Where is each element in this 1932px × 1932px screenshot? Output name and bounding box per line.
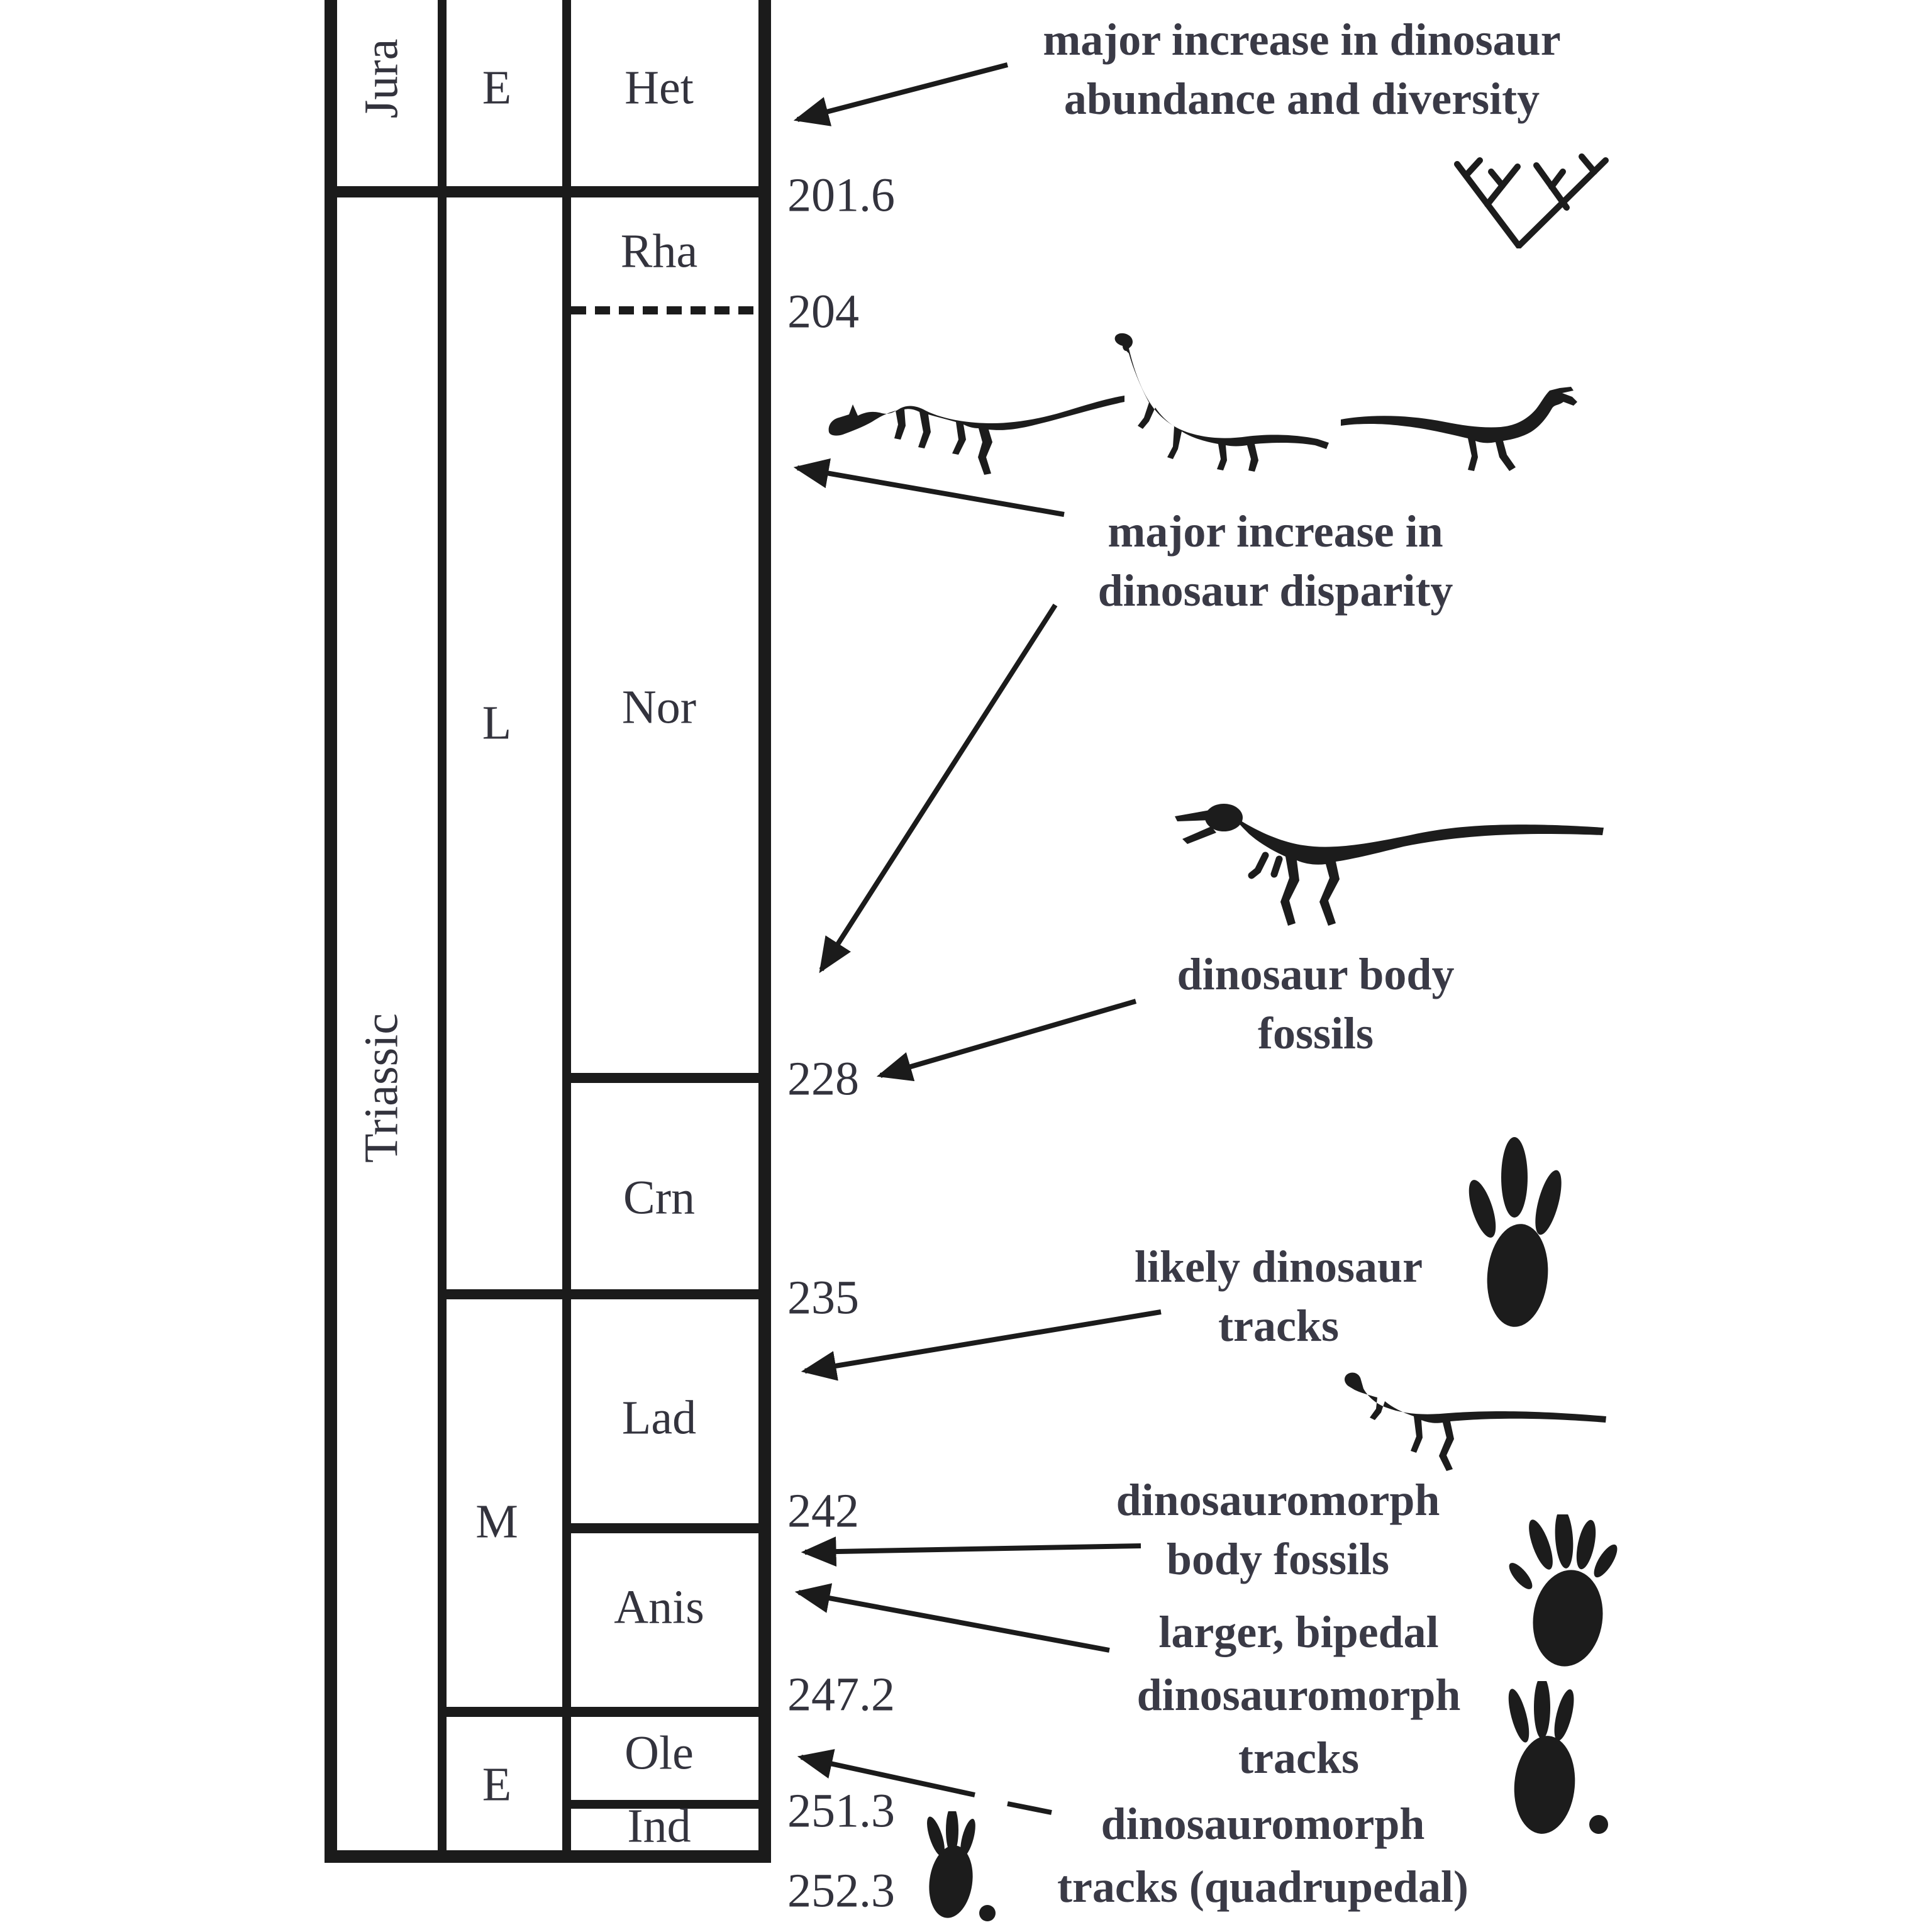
annotation-body-fossils-line2: fossils	[1257, 1008, 1374, 1058]
arrow-quadrupedal	[797, 1749, 975, 1797]
annotation-likely-tracks-line2: tracks	[1218, 1301, 1339, 1351]
annotation-larger-bipedal-line2: dinosauromorph	[1136, 1670, 1461, 1720]
age-201-6: 201.6	[787, 169, 895, 222]
annotation-dinosauromorph-tracks-line1: dinosauromorph	[1101, 1799, 1425, 1849]
boundary-235	[438, 1289, 771, 1299]
annotation-dinosauromorph-body-line1: dinosauromorph	[1116, 1475, 1440, 1525]
boundary-247-2	[438, 1707, 771, 1717]
age-204: 204	[787, 285, 859, 338]
annotation-abundance-line2: abundance and diversity	[1063, 74, 1540, 124]
annotation-disparity: major increase in dinosaur disparity	[1098, 502, 1453, 620]
bipedal-dinosauromorph-track-icon-2	[1508, 1681, 1608, 1834]
annotation-dinosauromorph-tracks-line2: tracks (quadrupedal)	[1057, 1862, 1469, 1912]
annotation-abundance-line1: major increase in dinosaur	[1043, 14, 1561, 65]
age-235: 235	[787, 1271, 859, 1324]
boundary-242	[562, 1523, 771, 1533]
ornithischian-dinosaur-icon	[828, 396, 1124, 475]
arrow-body-fossils	[876, 999, 1137, 1082]
annotation-likely-tracks: likely dinosaur tracks	[1135, 1237, 1423, 1355]
annotation-abundance: major increase in dinosaur abundance and…	[1043, 10, 1560, 128]
epoch-stage-divider	[562, 0, 571, 1850]
arrow-abundance	[793, 62, 1009, 126]
age-252-3: 252.3	[787, 1864, 895, 1918]
small-dinosauromorph-icon	[1345, 1372, 1606, 1471]
annotation-larger-bipedal: larger, bipedal dinosauromorph tracks	[1137, 1601, 1461, 1789]
annotation-body-fossils-line1: dinosaur body	[1177, 949, 1455, 999]
annotation-disparity-line1: major increase in	[1108, 506, 1443, 557]
cladogram-icon	[1454, 153, 1609, 248]
period-epoch-divider	[438, 0, 447, 1850]
stage-label-rha: Rha	[620, 225, 698, 278]
arrow-disparity-long	[819, 603, 1058, 974]
stage-label-ind: Ind	[627, 1799, 691, 1853]
stage-label-lad: Lad	[621, 1391, 697, 1445]
table-bottom-border	[325, 1850, 771, 1863]
annotation-likely-tracks-line1: likely dinosaur	[1134, 1241, 1423, 1292]
theropod-dinosaur-icon	[1175, 804, 1604, 926]
annotation-dinosauromorph-body-line2: body fossils	[1166, 1534, 1390, 1584]
stage-label-anis: Anis	[614, 1580, 704, 1634]
age-228: 228	[787, 1052, 859, 1106]
annotation-body-fossils: dinosaur body fossils	[1177, 945, 1455, 1063]
epoch-label-early-jurassic: E	[482, 61, 512, 114]
epoch-label-middle-triassic: M	[475, 1495, 518, 1548]
period-label-triassic: Triassic	[355, 1013, 408, 1163]
age-251-3: 251.3	[787, 1784, 895, 1838]
arrow-disparity-upper	[793, 458, 1065, 517]
epoch-label-late-triassic: L	[482, 696, 512, 750]
table-left-border	[325, 0, 337, 1863]
age-247-2: 247.2	[787, 1668, 895, 1721]
large-three-toed-track-icon	[1468, 1137, 1562, 1327]
period-label-jura: Jura	[355, 38, 408, 119]
arrow-likely-tracks	[801, 1309, 1162, 1381]
table-right-border	[758, 0, 771, 1863]
sauropodomorph-dinosaur-icon	[1114, 333, 1329, 472]
annotation-disparity-line2: dinosaur disparity	[1097, 565, 1453, 616]
bipedal-dinosauromorph-track-icon	[1509, 1514, 1618, 1667]
boundary-204-dashed	[571, 306, 758, 314]
boundary-228	[562, 1073, 771, 1083]
boundary-251-3	[562, 1800, 771, 1809]
stage-label-crn: Crn	[623, 1171, 695, 1224]
arrow-dinosauromorph-body	[801, 1536, 1141, 1567]
epoch-label-early-triassic: E	[482, 1758, 512, 1811]
small-quadrupedal-track-icon	[927, 1811, 996, 1921]
stage-label-nor: Nor	[621, 680, 697, 734]
arrow-larger-bipedal	[794, 1583, 1110, 1653]
early-theropod-dinosaur-icon	[1341, 387, 1577, 471]
boundary-201-6	[325, 186, 771, 197]
annotation-larger-bipedal-line1: larger, bipedal	[1158, 1607, 1439, 1657]
annotation-dinosauromorph-tracks: dinosauromorph tracks (quadrupedal)	[1057, 1792, 1468, 1918]
stage-label-het: Het	[625, 61, 694, 114]
age-242: 242	[787, 1484, 859, 1538]
stage-label-ole: Ole	[625, 1726, 694, 1780]
arrow-quadrupedal-seg	[1007, 1801, 1052, 1815]
annotation-larger-bipedal-line3: tracks	[1238, 1733, 1359, 1783]
annotation-dinosauromorph-body: dinosauromorph body fossils	[1116, 1470, 1440, 1589]
